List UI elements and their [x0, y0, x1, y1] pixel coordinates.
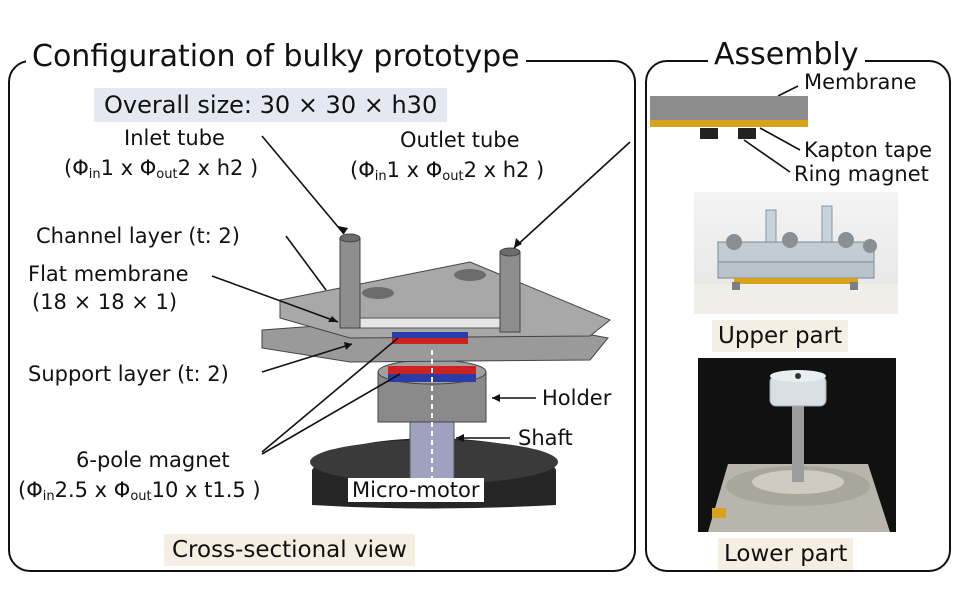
ring-magnet-left	[700, 128, 718, 139]
lower-part-caption: Lower part	[718, 538, 854, 570]
upper-part-caption: Upper part	[712, 320, 849, 352]
inlet-dims-label: (Φin1 x Φout2 x h2 )	[64, 156, 259, 182]
support-layer-label: Support layer (t: 2)	[28, 362, 229, 386]
flat-membrane-shape	[339, 317, 511, 329]
outlet-dims-label: (Φin1 x Φout2 x h2 )	[350, 158, 545, 184]
flat-membrane-label: Flat membrane	[28, 262, 189, 286]
ring-magnet-label: Ring magnet	[794, 162, 929, 186]
inlet-tube-shape	[339, 237, 361, 329]
micro-motor-label: Micro-motor	[348, 478, 484, 502]
upper-magnet-blue	[392, 332, 468, 338]
channel-hole-1	[362, 287, 394, 299]
magnet-dims-label: (Φin2.5 x Φout10 x t1.5 )	[18, 478, 261, 504]
channel-hole-2	[454, 269, 486, 281]
membrane-label: Membrane	[804, 70, 917, 94]
upper-part-photo	[694, 192, 898, 314]
kapton-tape-label: Kapton tape	[804, 138, 933, 162]
inlet-tube-label: Inlet tube	[124, 126, 225, 150]
outlet-tube-shape	[499, 251, 521, 333]
overall-size-label: Overall size: 30 × 30 × h30	[94, 88, 448, 122]
shaft-label: Shaft	[518, 426, 573, 450]
membrane-layer	[650, 96, 808, 120]
ring-magnet-right	[738, 128, 756, 139]
flat-membrane-dims: (18 × 18 × 1)	[32, 290, 178, 314]
outlet-tube-label: Outlet tube	[400, 128, 520, 152]
lower-part-photo	[698, 358, 896, 532]
magnet-label: 6-pole magnet	[76, 448, 230, 472]
kapton-layer	[650, 120, 808, 127]
holder-label: Holder	[542, 386, 612, 410]
upper-magnet-red	[392, 338, 468, 344]
channel-layer-label: Channel layer (t: 2)	[36, 224, 240, 248]
left-panel-title: Configuration of bulky prototype	[26, 40, 526, 74]
cross-section-caption: Cross-sectional view	[164, 534, 415, 566]
right-panel-title: Assembly	[708, 38, 865, 72]
